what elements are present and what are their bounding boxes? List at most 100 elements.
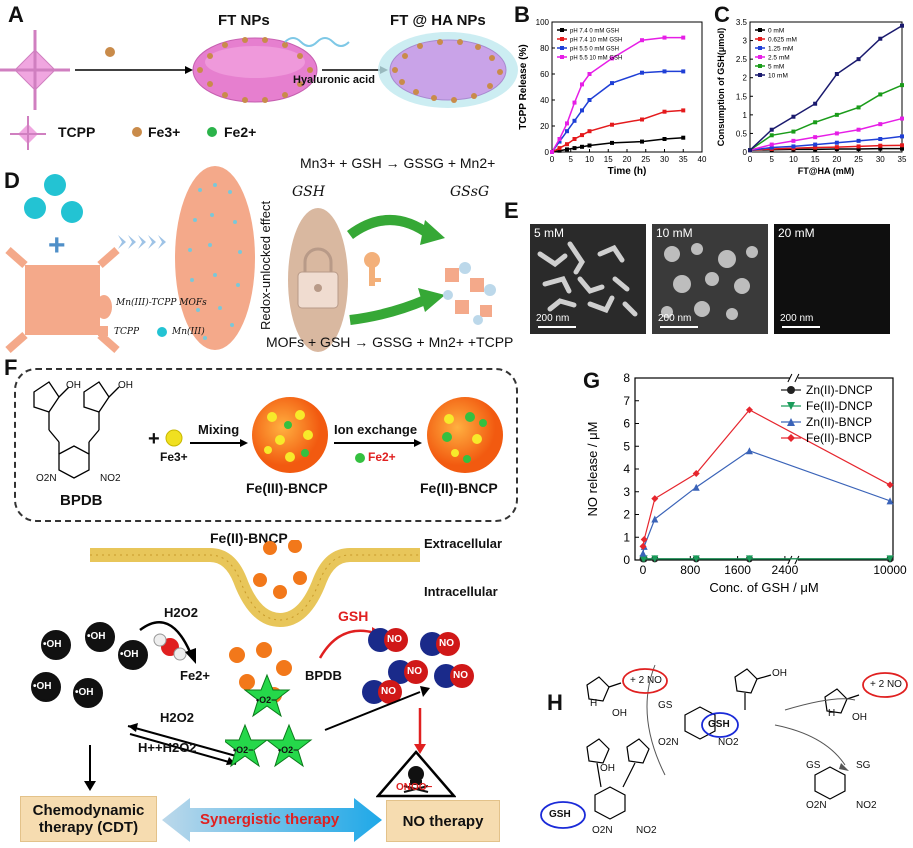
legend-marker [560,46,564,50]
x-tick-label: 15 [811,155,820,164]
h-gsh-1: GSH [708,719,730,730]
data-point [640,38,644,43]
y-tick-label: 1 [743,111,748,120]
h-sg: SG [856,760,871,771]
d-mn-label: Mn(III) [172,327,205,337]
x-tick-label: 30 [876,155,885,164]
h-oh-3: OH [852,712,867,723]
data-point [651,515,659,523]
fe3-dot-icon [105,47,115,57]
panel-label-d: D [4,168,20,193]
h-gs-2: GS [806,760,821,771]
data-point [651,555,659,563]
data-point [550,150,554,154]
panel-label-h: H [547,690,563,715]
legend-fe2-icon [207,127,217,137]
f-h2o2-b-label: H2O2 [160,710,194,725]
f-no-5: NO [381,686,396,697]
y-tick-label: 2 [743,74,748,83]
skull-warning-icon [376,750,456,798]
data-point [745,406,753,414]
f-fe3-bncp-label: Fe(III)-BNCP [246,480,328,496]
mn-legend-icon [157,327,167,337]
data-point [572,100,577,105]
data-point [640,139,644,144]
x-tick-label: 30 [660,155,669,164]
legend-marker [758,28,762,32]
h-gsh-oval-2 [540,801,586,829]
legend-marker [758,37,762,41]
data-point [639,542,647,550]
data-point [886,481,894,489]
data-point [813,135,818,140]
data-point [900,83,904,88]
f-o2-2: •O2− [233,745,254,755]
data-point [640,70,644,75]
f-h2o2-label: H2O2 [164,605,198,620]
x-tick-label: 20 [832,155,841,164]
f-bpdb-2-label: BPDB [305,668,342,683]
series-line [749,144,903,151]
y-tick-label: 1 [623,530,630,544]
f-oh-5: •OH [75,687,94,698]
f-no-1: NO [387,634,402,645]
sem-scale-10mm: 200 nm [658,313,692,324]
f-bpdb-label: BPDB [60,492,103,509]
data-point [769,142,774,147]
f-oh-4: •OH [33,681,52,692]
data-point [580,108,584,113]
lock-icon [297,247,339,309]
data-point [900,116,904,121]
f-ion-exchange-label: Ion exchange [334,422,418,437]
sem-scalebar [782,326,820,328]
data-point [886,555,894,563]
data-point [900,134,904,139]
data-point [681,35,686,40]
data-point [748,148,752,153]
series-line [749,135,903,151]
data-point [565,147,569,152]
sem-scale-20mm: 200 nm [780,313,814,324]
f-cell-membrane [90,540,420,628]
x-tick-label: 0 [748,155,753,164]
data-point [610,140,614,145]
data-point [639,549,647,557]
legend-entry: pH 5.5 10 mM GSH [570,56,622,62]
series-line [642,450,891,554]
data-point [787,402,795,410]
f-oh-radicals [31,622,148,708]
y-tick-label: 3 [743,37,748,46]
legend-entry: Zn(II)-DNCP [806,383,873,397]
h-h-1: H [590,698,598,709]
green-arrow-top-icon [347,215,433,240]
sem-scalebar [660,326,698,328]
no-therapy-box: NO therapy [386,800,500,842]
y-tick-label: 2.5 [736,55,748,64]
x-tick-label: 10 [789,155,798,164]
y-tick-label: 7 [623,394,630,408]
legend-tcpp-icon [10,116,46,150]
x-tick-label: 35 [898,155,907,164]
cdt-box: Chemodynamic therapy (CDT) [20,796,157,842]
data-point [769,127,774,132]
axis-break [787,373,793,383]
h-no-oval-2 [862,672,908,698]
data-point [640,117,644,122]
x-tick-label: 2400 [772,563,799,577]
legend-marker [560,37,564,41]
ft-ha-nps-title: FT @ HA NPs [390,12,486,29]
data-point [610,56,614,61]
data-point [651,495,659,503]
data-point [557,139,562,144]
data-point [769,145,774,150]
mn-ion-icon [44,174,66,196]
axis-break [787,555,793,565]
f-arrow-to-onoo [324,686,430,731]
data-point [580,133,584,138]
y-axis-label: Consumption of GSH(μmol) [716,28,726,147]
f-struct-oh-1: OH [66,380,81,391]
f-hplus-label: H++H2O2 [138,740,197,755]
data-point [580,82,584,87]
data-point [787,434,795,442]
x-tick-label: 10000 [873,563,907,577]
